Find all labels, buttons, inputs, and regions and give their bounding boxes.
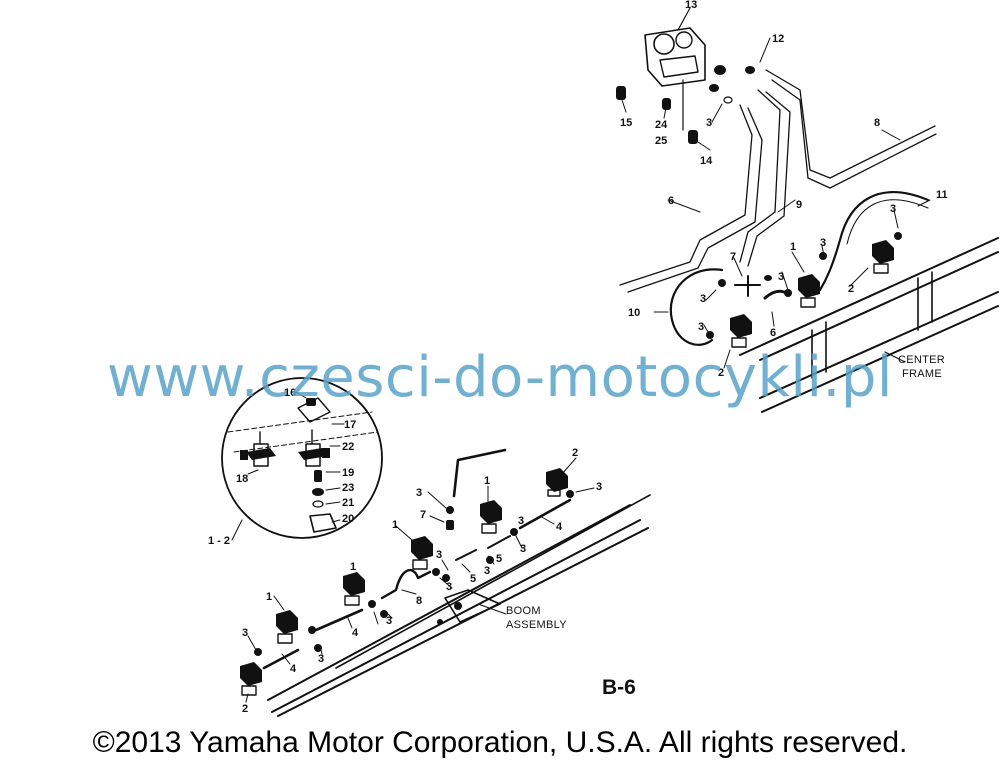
- center-frame-rail-lower: [759, 291, 999, 399]
- callout-2-lower-a: 2: [572, 447, 578, 459]
- center-frame-label-line1: CENTER: [898, 354, 945, 366]
- callout-3-lower-f: 3: [436, 549, 442, 561]
- tube-9-path: [739, 89, 781, 263]
- callout-4-lower-b: 4: [352, 627, 359, 639]
- boom-rail-inner: [335, 494, 651, 669]
- tube-11-edge: [846, 199, 929, 245]
- callout-25: 25: [655, 135, 667, 147]
- tube-10: [669, 268, 724, 346]
- pipes-4: [262, 498, 572, 670]
- callout-9: 9: [796, 199, 802, 211]
- lower-nozzles: [240, 468, 568, 696]
- diagram-code: B-6: [602, 676, 636, 699]
- copyright-notice: ©2013 Yamaha Motor Corporation, U.S.A. A…: [92, 726, 908, 759]
- detail-valve-right: [298, 443, 330, 467]
- callout-3-lower-g: 3: [446, 581, 452, 593]
- callout-14: 14: [700, 155, 713, 167]
- callout-3-lower-c: 3: [518, 515, 524, 527]
- callout-3-upper-e: 3: [700, 293, 706, 305]
- callout-3-upper-b: 3: [820, 237, 826, 249]
- callout-3-lower-a: 3: [596, 481, 602, 493]
- detail-valve-left: [240, 443, 276, 467]
- callout-1-upper: 1: [790, 241, 796, 253]
- solenoid-valve-13: [644, 7, 706, 131]
- boom-rail-top: [267, 504, 631, 701]
- callout-17: 17: [344, 419, 356, 431]
- callout-8-lower: 8: [416, 595, 422, 607]
- callout-6-upper-b: 6: [770, 327, 776, 339]
- callout-15: 15: [620, 117, 632, 129]
- callout-3-upper-f: 3: [698, 321, 704, 333]
- callout-12: 12: [772, 33, 784, 45]
- callout-3-lower-h: 3: [386, 615, 392, 627]
- callout-2-upper-a: 2: [848, 283, 854, 295]
- boom-assembly-label-line2: ASSEMBLY: [506, 619, 567, 631]
- callout-4-lower-a: 4: [556, 521, 563, 533]
- center-frame-rail-edge: [759, 251, 999, 361]
- hose-8-upper: [452, 448, 507, 498]
- callout-19: 19: [342, 467, 354, 479]
- boom-assembly-label-line1: BOOM: [506, 605, 541, 617]
- pipes-5: [455, 535, 511, 561]
- callout-6-upper-a: 6: [668, 195, 674, 207]
- hose-8-lower: [380, 569, 432, 600]
- callout-3-lower-e: 3: [484, 565, 490, 577]
- callout-1-lower-a: 1: [484, 475, 490, 487]
- detail-inset-dash-lines: [227, 411, 379, 453]
- tube-6-path-outer: [627, 107, 763, 293]
- callout-8: 8: [874, 117, 880, 129]
- callout-20: 20: [342, 513, 354, 525]
- upper-nozzles: [730, 240, 894, 348]
- upper-assembly: 13 12 15 24 25 3 14 8 6 9 7 1 3 11 3 2 3…: [616, 0, 999, 413]
- callout-23: 23: [342, 482, 354, 494]
- callout-3-lower-i: 3: [242, 627, 248, 639]
- callout-10: 10: [628, 307, 640, 319]
- callout-3-upper-a: 3: [706, 117, 712, 129]
- lower-boom-assembly: 2 3 1 3 3 7 4 1 3 1 5 5 3 3 3 8 1 3 4 3 …: [240, 447, 651, 717]
- detail-inset: 16 17 22 18 19 23 21 20 1 - 2: [208, 377, 383, 547]
- tube-8-path-outer: [771, 79, 937, 189]
- callout-7-upper: 7: [730, 251, 736, 263]
- callout-4-lower-c: 4: [290, 663, 297, 675]
- callout-11: 11: [936, 189, 948, 201]
- center-frame-rail-bottom: [761, 305, 999, 413]
- center-frame-label-line2: FRAME: [902, 368, 942, 380]
- callout-3-lower-b: 3: [416, 487, 422, 499]
- callout-3-lower-j: 3: [318, 653, 324, 665]
- group-label-1-2: 1 - 2: [208, 535, 230, 547]
- callout-1-lower-c: 1: [350, 561, 356, 573]
- boom-rail-bottom: [277, 527, 649, 717]
- tube-6-path: [619, 104, 753, 286]
- center-frame-brackets: [811, 271, 933, 379]
- tube-9-path-outer: [747, 91, 791, 267]
- callout-22: 22: [342, 441, 354, 453]
- boom-bracket: [444, 589, 501, 623]
- center-frame-leader: [884, 351, 906, 363]
- tube-11: [818, 191, 930, 292]
- upper-fittings: [616, 65, 902, 339]
- callout-1-lower-d: 1: [266, 591, 272, 603]
- callout-21: 21: [342, 497, 354, 509]
- callout-13: 13: [685, 0, 697, 11]
- callout-16: 16: [284, 387, 296, 399]
- tube-8-path: [765, 69, 936, 179]
- center-frame-rail-top: [739, 237, 999, 356]
- callout-3-lower-d: 3: [520, 543, 526, 555]
- callout-3-upper-d: 3: [778, 271, 784, 283]
- detail-inset-circle: [221, 377, 383, 539]
- callout-18: 18: [236, 473, 248, 485]
- callout-2-upper-b: 2: [718, 367, 724, 379]
- callout-5-lower-b: 5: [470, 573, 476, 585]
- callout-24: 24: [655, 119, 668, 131]
- callout-1-lower-b: 1: [392, 519, 398, 531]
- callout-3-upper-c: 3: [890, 203, 896, 215]
- callout-2-lower-b: 2: [242, 703, 248, 715]
- callout-5-lower-a: 5: [496, 553, 502, 565]
- callout-7-lower: 7: [420, 509, 426, 521]
